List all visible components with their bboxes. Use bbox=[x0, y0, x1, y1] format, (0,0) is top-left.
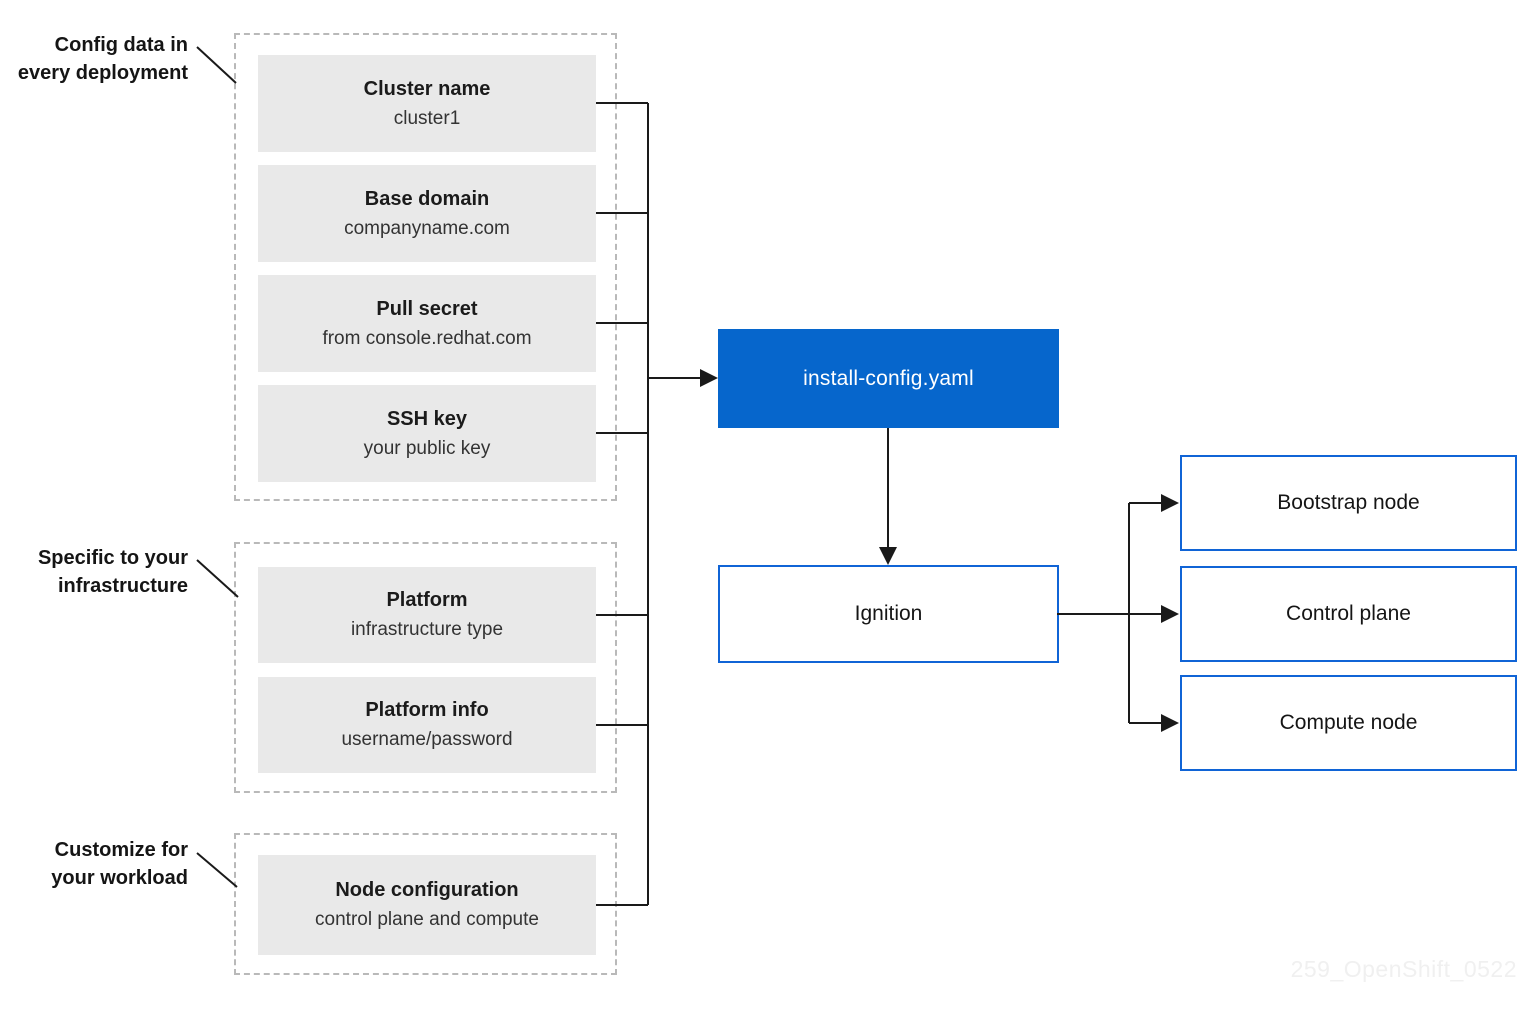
ignition-box: Ignition bbox=[718, 565, 1059, 663]
box-subtitle: infrastructure type bbox=[350, 619, 504, 640]
arrowhead-control-plane bbox=[1161, 605, 1179, 623]
box-subtitle: from console.redhat.com bbox=[322, 327, 532, 349]
box-title: Platform info bbox=[365, 699, 489, 721]
config-box-base-domain: Base domain companyname.com bbox=[258, 165, 596, 262]
control-plane-box: Control plane bbox=[1180, 566, 1517, 662]
box-subtitle: cluster1 bbox=[393, 107, 461, 129]
box-title: Node configuration bbox=[335, 879, 519, 901]
arrowhead-ignition bbox=[879, 547, 897, 565]
install-config-yaml-box: install-config.yaml bbox=[718, 329, 1059, 428]
bootstrap-node-label: Bootstrap node bbox=[1277, 491, 1420, 514]
box-title: Platform bbox=[386, 589, 468, 611]
label-config-data: Config data in every deployment bbox=[18, 31, 188, 87]
arrowhead-bootstrap bbox=[1161, 494, 1179, 512]
label-infrastructure: Specific to your infrastructure bbox=[38, 544, 188, 600]
config-box-ssh-key: SSH key your public key bbox=[258, 385, 596, 482]
label-pointer-lines bbox=[196, 46, 239, 888]
box-subtitle: your public key bbox=[363, 437, 491, 459]
infra-box-platform-info: Platform info username/password bbox=[258, 677, 596, 773]
label-workload-line1: Customize for bbox=[54, 839, 188, 861]
box-title: Base domain bbox=[364, 187, 490, 210]
config-box-pull-secret: Pull secret from console.redhat.com bbox=[258, 275, 596, 372]
label-config-data-line1: Config data in bbox=[54, 34, 188, 56]
config-box-cluster-name: Cluster name cluster1 bbox=[258, 55, 596, 152]
install-config-yaml-label: install-config.yaml bbox=[803, 366, 974, 390]
compute-node-label: Compute node bbox=[1279, 711, 1418, 734]
compute-node-box: Compute node bbox=[1180, 675, 1517, 771]
arrowhead-install-config bbox=[700, 369, 718, 387]
branch-lines bbox=[1057, 502, 1162, 724]
ignition-label: Ignition bbox=[854, 602, 923, 625]
bootstrap-node-box: Bootstrap node bbox=[1180, 455, 1517, 551]
label-infrastructure-line1: Specific to your bbox=[37, 547, 188, 569]
arrowhead-compute bbox=[1161, 714, 1179, 732]
label-config-data-line2: every deployment bbox=[17, 62, 188, 84]
box-subtitle: username/password bbox=[341, 729, 513, 750]
box-subtitle: control plane and compute bbox=[315, 909, 539, 930]
workload-box-node-configuration: Node configuration control plane and com… bbox=[258, 855, 596, 955]
control-plane-label: Control plane bbox=[1286, 602, 1411, 625]
label-workload-line2: your workload bbox=[51, 867, 188, 889]
label-infrastructure-line2: infrastructure bbox=[57, 575, 188, 597]
box-title: SSH key bbox=[386, 407, 468, 430]
box-subtitle: companyname.com bbox=[344, 217, 510, 239]
label-workload: Customize for your workload bbox=[51, 836, 188, 892]
box-title: Cluster name bbox=[363, 77, 491, 100]
watermark-text: 259_OpenShift_0522 bbox=[1290, 956, 1517, 982]
box-title: Pull secret bbox=[376, 297, 478, 320]
infra-box-platform: Platform infrastructure type bbox=[258, 567, 596, 663]
